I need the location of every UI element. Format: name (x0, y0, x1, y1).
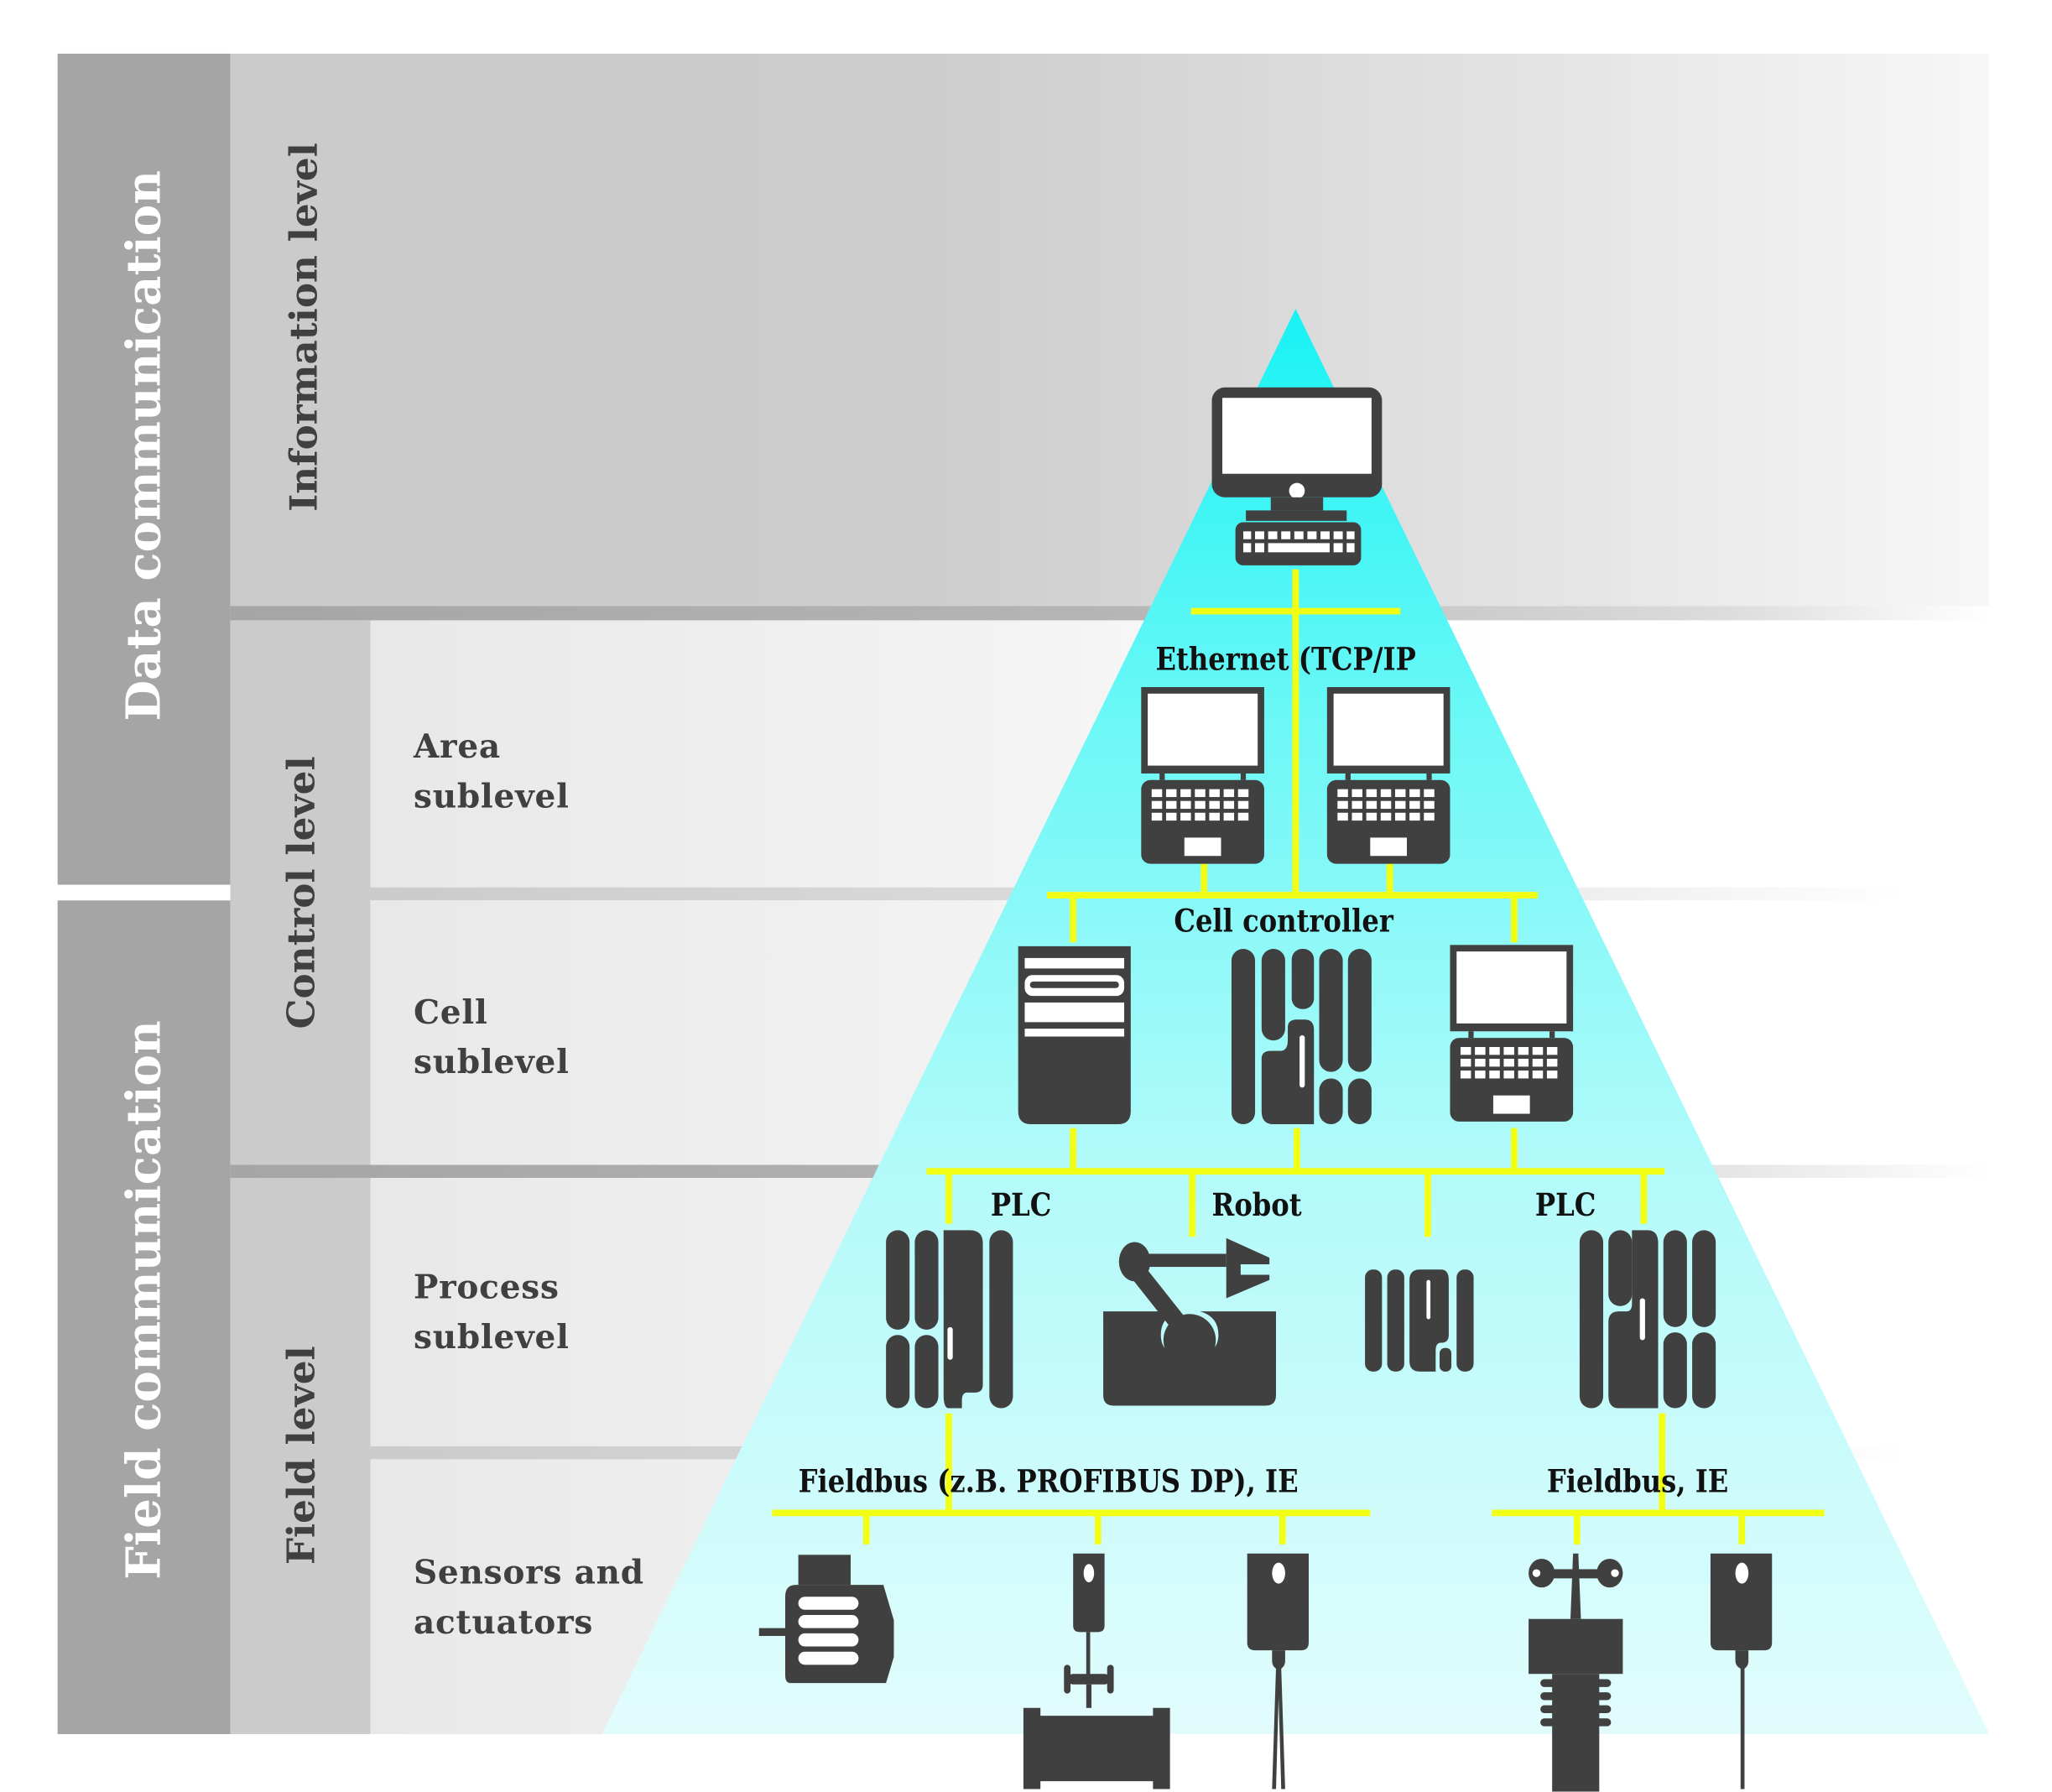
process-sublevel-label: Process sublevel (413, 1268, 570, 1357)
ethernet-label: Ethernet (TCP/IP (1155, 639, 1416, 679)
fieldbus-profibus-label: Fieldbus (z.B. PROFIBUS DP), IE (798, 1461, 1299, 1500)
information-level-band (230, 53, 1990, 607)
compact-io-module-icon (1365, 1269, 1474, 1372)
data-communication-band (57, 53, 231, 885)
server-tower-icon (1018, 945, 1131, 1125)
industrial-robot-icon (1103, 1237, 1276, 1406)
fieldbus-ie-label: Fieldbus, IE (1546, 1461, 1729, 1500)
electric-motor-icon (758, 1555, 894, 1684)
cell-sublevel-label: Cell sublevel (413, 993, 570, 1081)
field-level-band (230, 1178, 371, 1734)
proximity-sensor-icon (1710, 1553, 1773, 1789)
plc-rack-icon (1579, 1230, 1716, 1409)
information-divider (230, 606, 1990, 621)
plc-right-label: PLC (1534, 1185, 1596, 1224)
desktop-computer-icon (1211, 387, 1383, 565)
network-bus-lines (772, 569, 1825, 1545)
plc-rack-icon (1231, 949, 1372, 1125)
plc-left-label: PLC (990, 1185, 1052, 1224)
area-sublevel-label: Area sublevel (413, 727, 570, 815)
robot-label: Robot (1211, 1185, 1302, 1224)
cell-controller-label: Cell controller (1174, 901, 1393, 940)
laptop-icon (1141, 687, 1264, 864)
control-valve-icon (1023, 1553, 1170, 1789)
plc-rack-icon (886, 1230, 1013, 1409)
flow-meter-icon (1529, 1553, 1623, 1792)
field-communication-band (57, 900, 231, 1734)
control-level-band (230, 620, 371, 1165)
proximity-sensor-icon (1247, 1553, 1309, 1789)
sensors-actuators-label: Sensors and actuators (413, 1553, 644, 1642)
